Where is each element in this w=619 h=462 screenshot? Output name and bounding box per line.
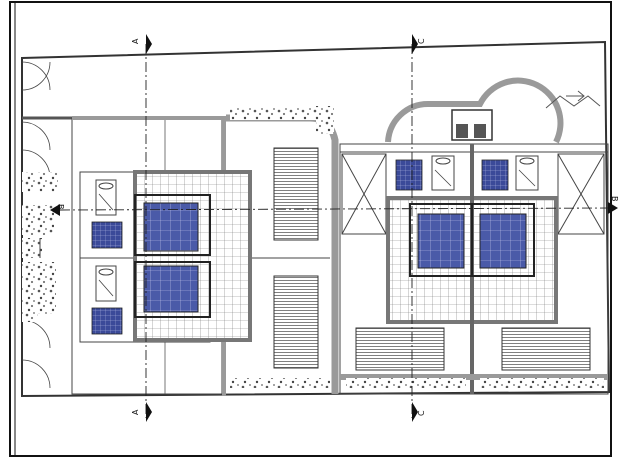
hatched-vent [355,327,445,371]
section-markers [50,34,618,422]
solar-panel-icon [91,307,123,335]
void-cross [341,153,387,235]
water-heater-icon [95,179,117,216]
hatched-vent [273,275,319,369]
middle-court [226,106,339,394]
wall [340,374,608,380]
water-heaters-b [431,155,539,191]
solar-panel-icon [143,202,199,252]
section-label-b-left: B [56,204,65,210]
terrain-arrow-icon [545,90,601,109]
section-arrow-icon [608,202,618,214]
solar-panel-icon [479,213,527,269]
drawing-frame [9,1,612,457]
hatched-vent [273,147,319,241]
water-heaters-a [95,179,117,302]
section-label-a-bottom: A [131,409,140,415]
water-heater-icon [431,155,455,191]
section-label-a-top: A [131,38,140,44]
solar-panel-icon [417,213,465,269]
solar-panels-a [91,194,211,335]
hatched-vent [501,327,591,371]
section-label-b-right: B [610,196,619,202]
courtyard-arch [385,77,564,144]
door-swing-icon [21,121,51,151]
section-arrow-icon [50,204,60,216]
section-label-c-bottom: C [417,410,426,416]
tree-scatter-icon [230,108,320,120]
left-garden [21,61,72,389]
water-heater-icon [515,155,539,191]
building-b [339,77,609,395]
section-arrow-icon [146,402,152,422]
section-label-c-top: C [417,38,426,44]
section-arrow-icon [146,34,152,54]
void-cross [557,153,605,235]
solar-panel-icon [481,159,509,191]
solar-panel-icon [91,221,123,249]
solar-panels-b [395,159,535,277]
section-lines [59,44,613,418]
water-heater-icon [95,265,117,302]
section-arrow-icon [412,402,418,422]
section-arrow-icon [412,34,418,54]
solar-panel-icon [395,159,423,191]
tree-scatter-icon [346,378,466,388]
tree-scatter-icon [22,172,58,192]
solar-panel-icon [143,265,199,313]
wall [72,116,222,120]
